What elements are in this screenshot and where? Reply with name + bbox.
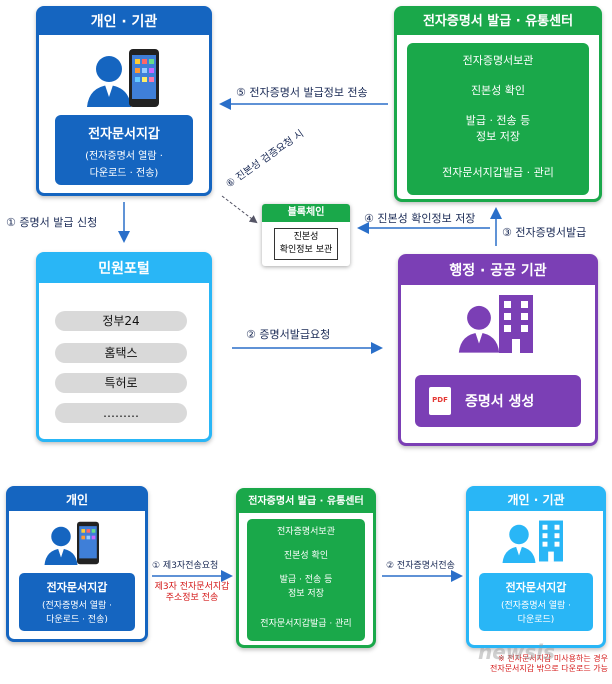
cert-gen-box: PDF 증명서 생성 — [415, 375, 581, 427]
arrow-2-label: ② 증명서발급요청 — [246, 328, 331, 341]
portal-card: 민원포털 정부24 홈택스 특허로 ……… — [36, 252, 212, 442]
cert-gen-label: 증명서 생성 — [465, 394, 535, 410]
person-org-card: 개인 · 기관 전자문서지갑 (전자증명서 열람 · 다운로드 · 전송) — [36, 6, 212, 196]
pdf-label: PDF — [432, 396, 448, 404]
bottom-wallet-sub2: 다운로드 · 전송) — [46, 615, 108, 625]
arrow-6 — [221, 195, 258, 224]
person-icon — [502, 524, 536, 563]
bottom-center-item-issue: 발급 · 전송 등 — [279, 575, 333, 585]
bottom-center-inner: 전자증명서보관 진본성 확인 발급 · 전송 등 정보 저장 전자문서지갑발급 … — [247, 519, 365, 641]
building-icon — [499, 295, 533, 353]
bottom-center-title: 전자증명서 발급 · 유통센터 — [239, 491, 373, 513]
portal-item-gov24: 정부24 — [55, 311, 187, 331]
person-org-title: 개인 · 기관 — [39, 9, 209, 35]
bottom-arrows — [152, 570, 463, 582]
wallet-title: 전자문서지갑 — [88, 127, 160, 142]
bottom-wallet-box: 전자문서지갑 (전자증명서 열람 · 다운로드 · 전송) — [19, 573, 135, 631]
person-icon — [87, 56, 131, 107]
bottom-arrow-1-note1: 제3자 전자문서지갑 — [154, 582, 230, 592]
blockchain-inner: 진본성 확인정보 보관 — [274, 228, 338, 260]
center-inner: 전자증명서보관 진본성 확인 발급 · 전송 등 정보 저장 전자문서지갑발급 … — [407, 43, 589, 195]
bottom-org-wallet-box: 전자문서지갑 (전자증명서 열람 · 다운로드) — [479, 573, 593, 631]
watermark: newsis — [478, 640, 555, 664]
center-item-wallet-mgmt: 전자문서지갑발급 · 관리 — [442, 166, 554, 179]
bottom-wallet-title: 전자문서지갑 — [46, 581, 108, 594]
portal-title: 민원포털 — [39, 255, 209, 283]
arrow-4-label: ④ 진본성 확인정보 저장 — [364, 212, 476, 225]
gov-card: 행정 · 공공 기관 PDF 증명서 생성 — [398, 254, 598, 446]
bottom-arrow-1-note: 제3자 전자문서지갑 주소정보 전송 — [150, 582, 234, 604]
pdf-icon: PDF — [429, 387, 451, 415]
bottom-center-item-store-info: 정보 저장 — [288, 589, 324, 599]
bottom-center-item-wallet-mgmt: 전자문서지갑발급 · 관리 — [260, 619, 352, 629]
person-icon — [44, 526, 78, 565]
bottom-org-wallet-sub1: (전자증명서 열람 · — [500, 601, 572, 611]
footnote-line1: ※ 전자문서지갑 미사용하는 경우 — [497, 654, 608, 663]
bottom-person-title: 개인 — [9, 489, 145, 511]
blockchain-line1: 진본성 — [293, 232, 319, 242]
bottom-org-title: 개인 · 기관 — [469, 489, 603, 511]
center-title: 전자증명서 발급 · 유통센터 — [397, 9, 599, 35]
portal-item-hometax: 홈택스 — [55, 343, 187, 363]
portal-item-patent: 특허로 — [55, 373, 187, 393]
person-icon — [458, 305, 500, 353]
portal-item-more: ……… — [55, 403, 187, 423]
bottom-person-card: 개인 전자문서지갑 (전자증명서 열람 · 다운로드 · 전송) — [6, 486, 148, 642]
arrow-3-label: ③ 전자증명서발급 — [502, 226, 587, 239]
blockchain-title: 블록체인 — [262, 204, 350, 222]
bottom-arrow-1-label: ① 제3자전송요청 — [152, 561, 219, 571]
bottom-org-wallet-title: 전자문서지갑 — [505, 581, 567, 594]
gov-title: 행정 · 공공 기관 — [401, 257, 595, 285]
center-item-storage: 전자증명서보관 — [462, 54, 534, 67]
top-arrows — [118, 98, 502, 354]
bottom-center-card: 전자증명서 발급 · 유통센터 전자증명서보관 진본성 확인 발급 · 전송 등… — [236, 488, 376, 648]
footnote: ※ 전자문서지갑 미사용하는 경우 전자문서지갑 밖으로 다운로드 가능 — [456, 654, 608, 674]
bottom-wallet-sub1: (전자증명서 열람 · — [41, 601, 113, 611]
bottom-org-wallet-sub2: 다운로드) — [517, 615, 555, 625]
bottom-arrow-2-label: ② 전자증명서전송 — [386, 561, 455, 571]
bottom-arrow-1-note2: 주소정보 전송 — [165, 593, 219, 603]
center-item-store-info: 정보 저장 — [476, 130, 520, 143]
wallet-sub1: (전자증명서 열람 · — [85, 151, 163, 162]
smartphone-icon — [129, 49, 159, 107]
wallet-box: 전자문서지갑 (전자증명서 열람 · 다운로드 · 전송) — [55, 115, 193, 185]
smartphone-icon — [77, 521, 99, 565]
arrow-5-label: ⑤ 전자증명서 발급정보 전송 — [236, 86, 368, 99]
center-card: 전자증명서 발급 · 유통센터 전자증명서보관 진본성 확인 발급 · 전송 등… — [394, 6, 602, 202]
center-item-issue: 발급 · 전송 등 — [465, 114, 531, 127]
bottom-center-item-storage: 전자증명서보관 — [277, 527, 335, 537]
blockchain-line2: 확인정보 보관 — [279, 245, 333, 255]
blockchain-box: 블록체인 진본성 확인정보 보관 — [262, 204, 350, 266]
building-icon — [539, 520, 563, 562]
arrow-1-label: ① 증명서 발급 신청 — [6, 216, 98, 229]
center-item-verify: 진본성 확인 — [470, 84, 526, 97]
bottom-center-item-verify: 진본성 확인 — [283, 551, 329, 561]
bottom-org-card: 개인 · 기관 전자문서지갑 (전자증명서 열람 · 다운로드) — [466, 486, 606, 648]
wallet-sub2: 다운로드 · 전송) — [89, 168, 159, 179]
footnote-line2: 전자문서지갑 밖으로 다운로드 가능 — [489, 664, 608, 673]
